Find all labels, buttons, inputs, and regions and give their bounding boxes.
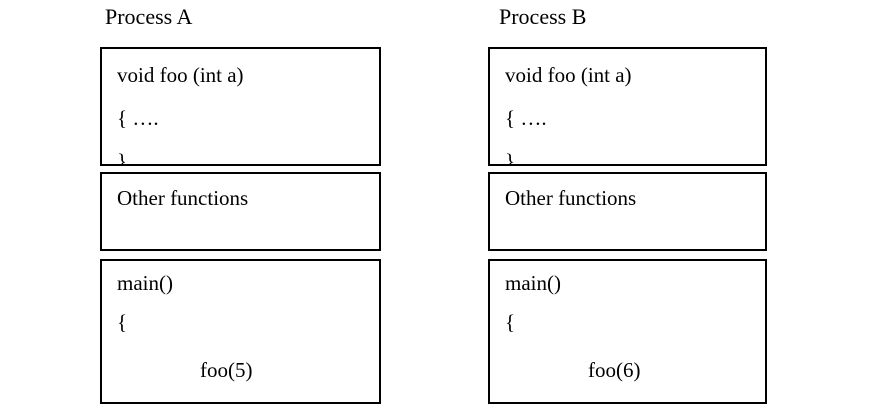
process-b-other-functions-box: Other functions [488,172,767,251]
code-line: main() [505,271,561,295]
process-b-title: Process B [499,4,587,29]
code-line: foo(5) [200,358,253,382]
process-a-title: Process A [105,4,193,29]
code-line: void foo (int a) [505,63,632,87]
code-line: } [117,149,128,166]
code-line: { [117,310,128,334]
code-line: Other functions [117,186,249,210]
process-b-foo-function-box: void foo (int a) { …. } [488,47,767,166]
code-line: { …. [505,106,547,130]
code-line: } [505,149,516,166]
process-b-column: Process B void foo (int a) { …. } Other … [488,0,767,419]
process-a-main-function-box: main() { foo(5) [100,259,381,404]
code-line: void foo (int a) [117,63,244,87]
code-line: foo(6) [588,358,641,382]
process-b-main-function-box: main() { foo(6) [488,259,767,404]
code-line: { [505,310,516,334]
code-line: Other functions [505,186,637,210]
process-a-other-functions-box: Other functions [100,172,381,251]
process-a-column: Process A void foo (int a) { …. } Other … [100,0,381,419]
process-a-foo-function-box: void foo (int a) { …. } [100,47,381,166]
code-line: { …. [117,106,159,130]
code-line: main() [117,271,173,295]
